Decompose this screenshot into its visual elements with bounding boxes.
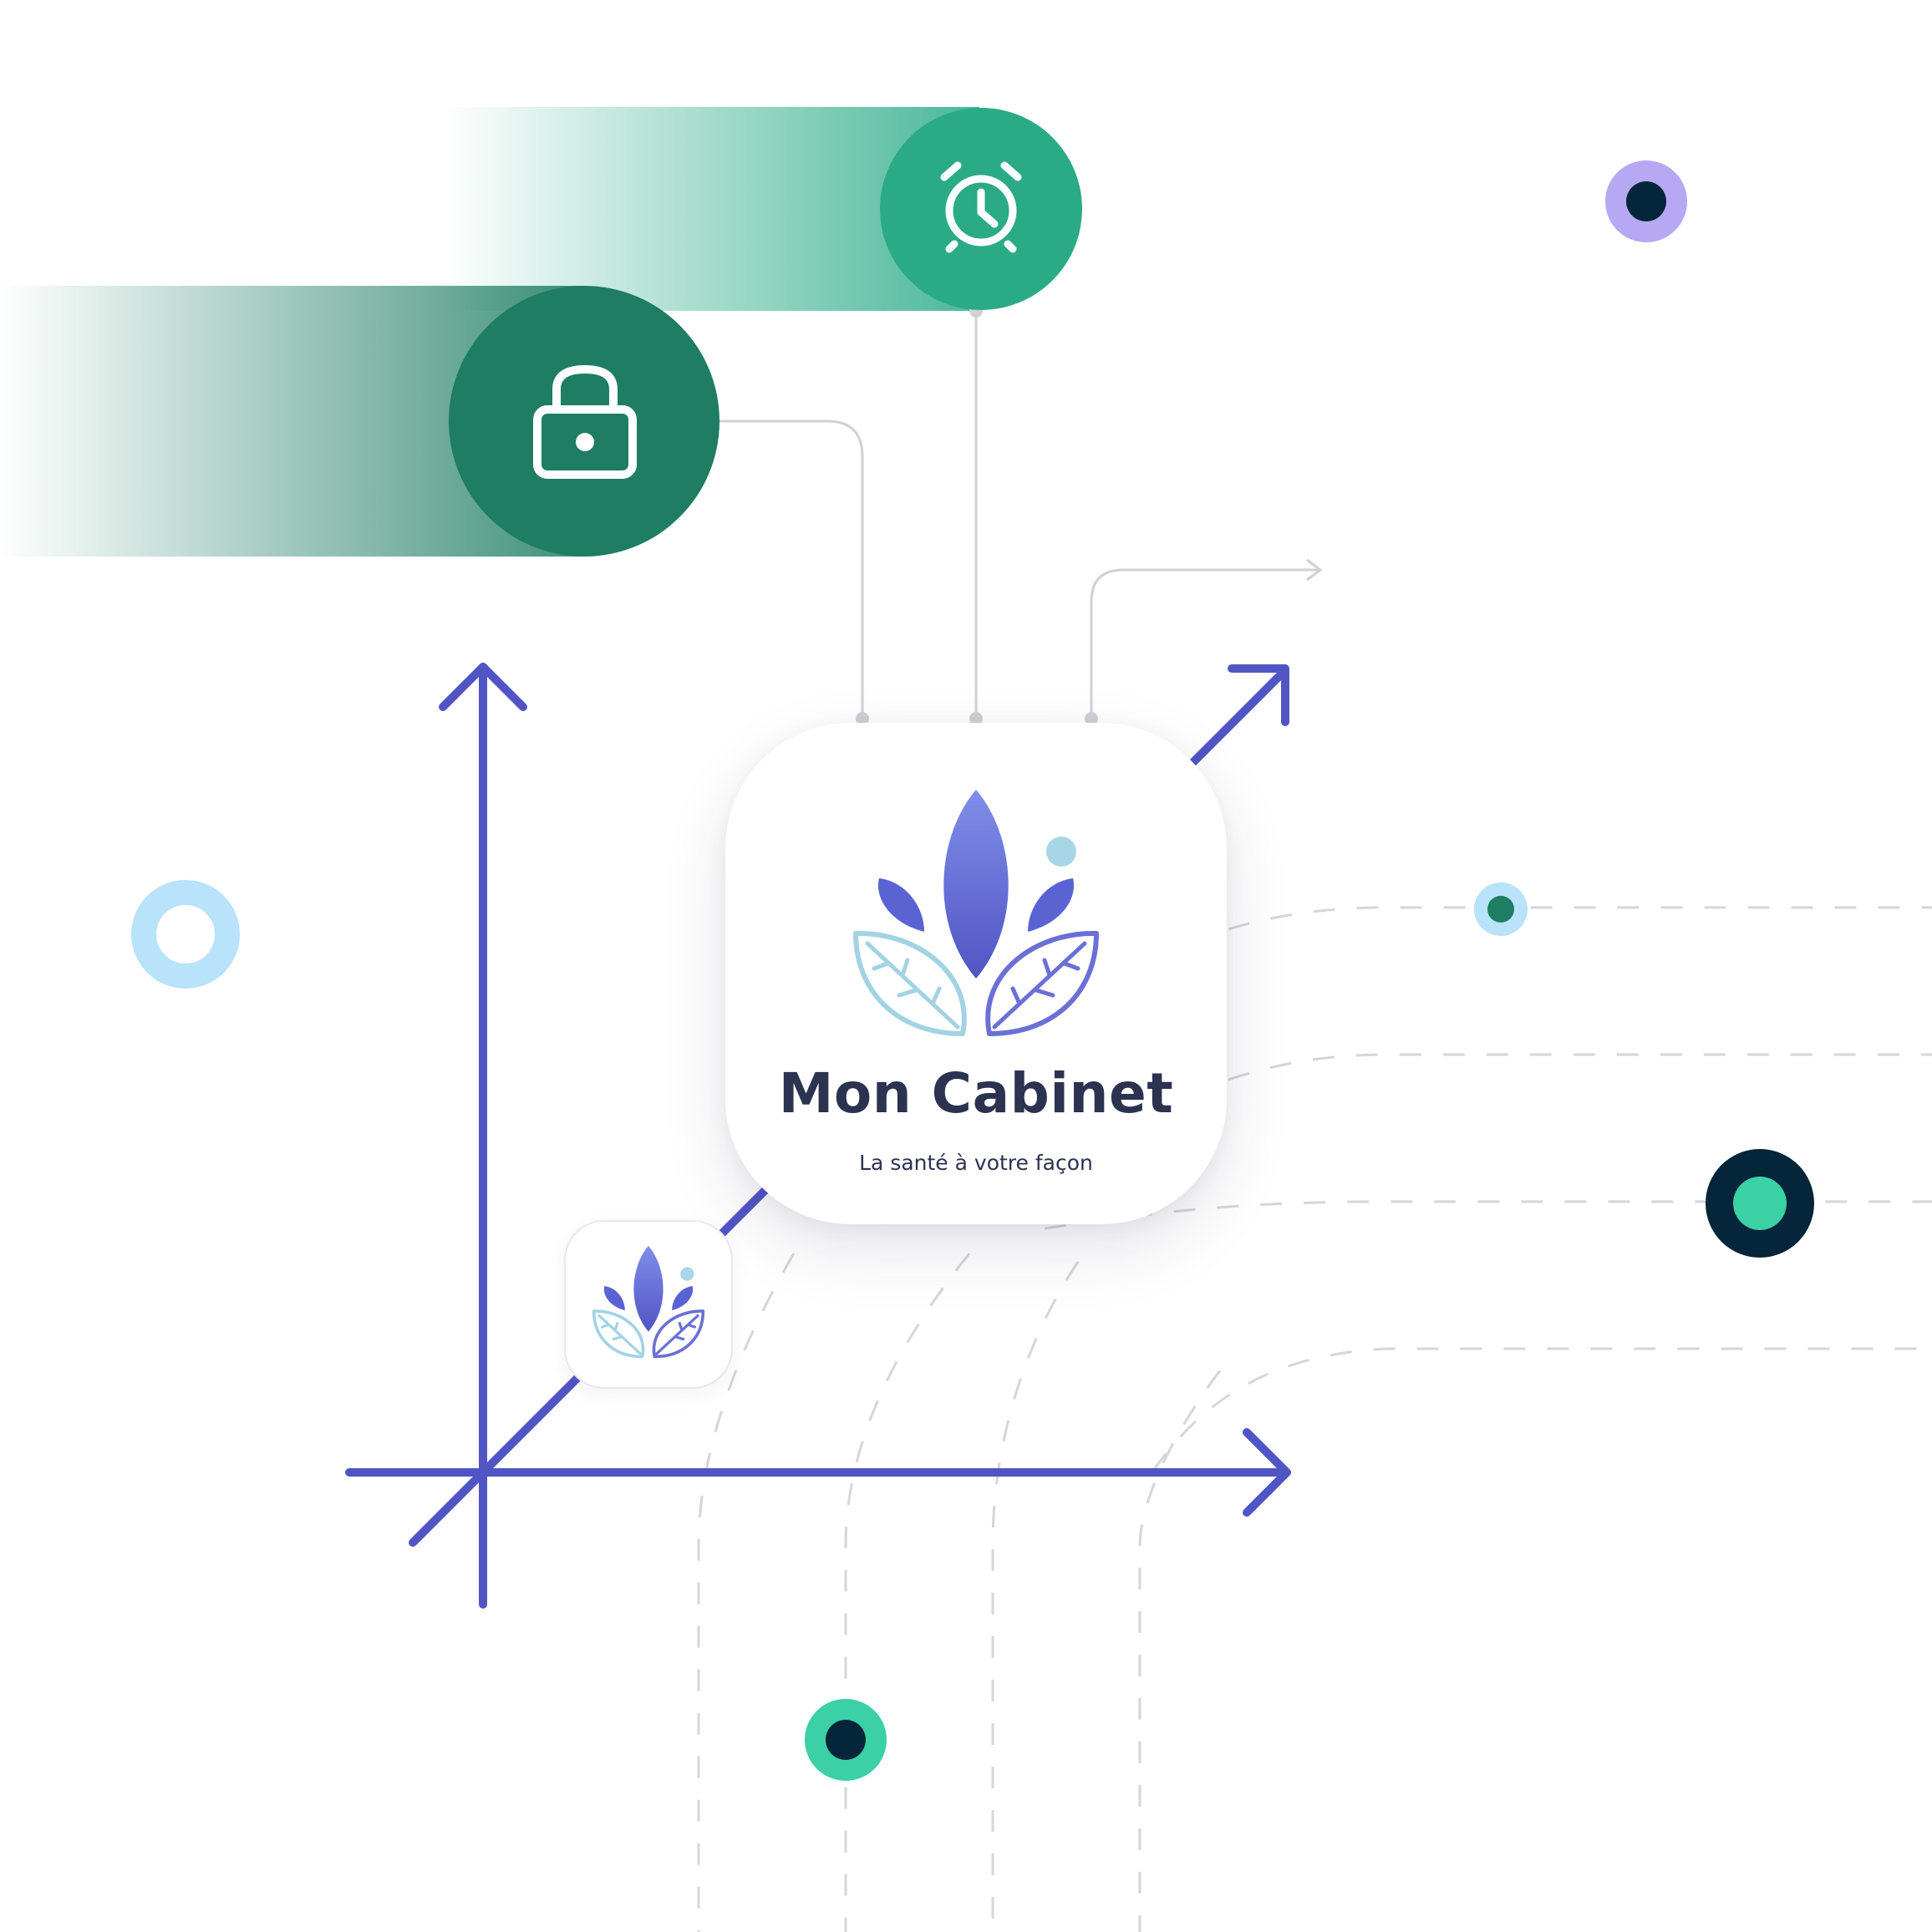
decorative-ring-blue-green (1474, 882, 1528, 936)
dashed-flow-lines-bottom (697, 1253, 1222, 1932)
lock-icon (533, 364, 637, 479)
connector-dots (856, 304, 1098, 725)
x-axis-arrow (1243, 1428, 1291, 1517)
lotus-leaf-logo (853, 790, 1099, 1036)
decorative-ring-mint-navy (805, 1699, 887, 1781)
brand-name: Mon Cabinet (778, 1061, 1174, 1126)
decorative-ring-lavender (1605, 160, 1687, 242)
connector-lines (717, 309, 1323, 717)
alarm-badge (880, 108, 1082, 310)
decorative-ring-navy-mint (1706, 1149, 1814, 1258)
y-axis-arrow (439, 663, 527, 711)
security-badge (449, 286, 719, 557)
lotus-leaf-logo-small (592, 1245, 705, 1359)
mini-app-icon (564, 1220, 733, 1389)
decorative-ring-light-blue (131, 880, 240, 989)
brand-tagline: La santé à votre façon (859, 1151, 1093, 1175)
alarm-clock-icon (940, 161, 1022, 253)
diagonal-arrow-head (1228, 664, 1289, 726)
app-icon-card: Mon Cabinet La santé à votre façon (725, 723, 1227, 1224)
